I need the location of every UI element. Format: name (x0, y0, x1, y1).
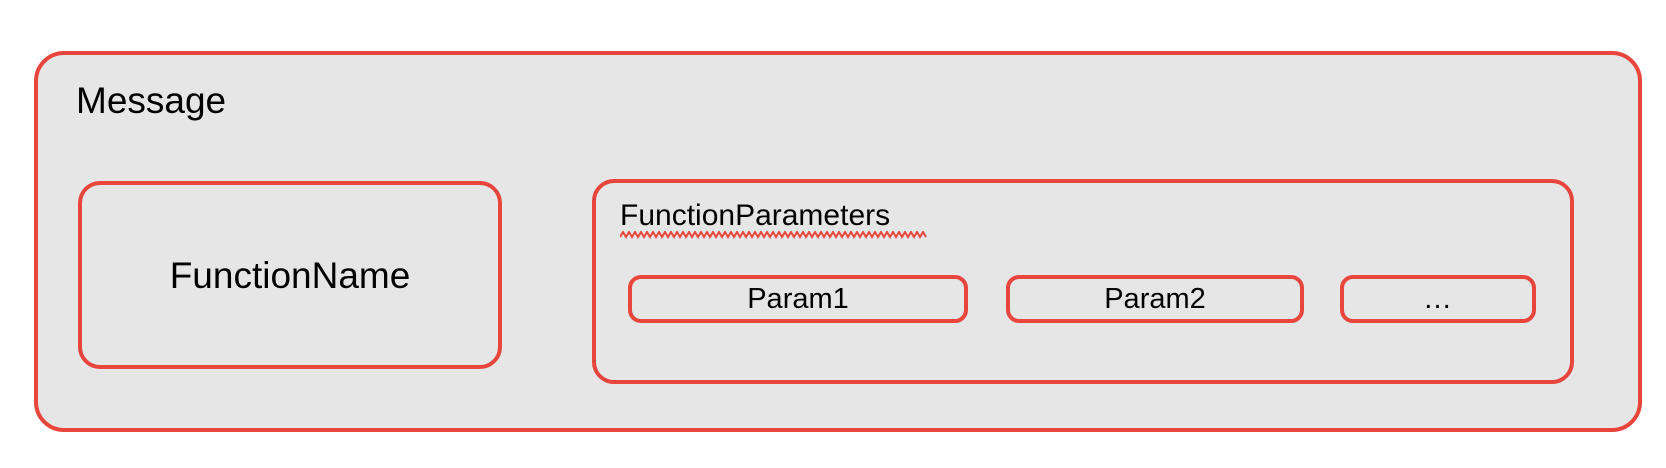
param-chip-label: Param1 (747, 282, 849, 315)
param-chip-ellipsis[interactable]: … (1340, 275, 1536, 323)
param-chip[interactable]: Param2 (1006, 275, 1304, 323)
message-label: Message (76, 80, 227, 121)
function-name-node[interactable]: FunctionName (78, 181, 502, 369)
spellcheck-squiggle-icon (620, 231, 928, 239)
function-parameters-label: FunctionParameters (620, 199, 891, 232)
param-chip-label: Param2 (1104, 282, 1206, 315)
param-chip[interactable]: Param1 (628, 275, 968, 323)
param-chip-label: … (1423, 282, 1453, 315)
function-name-label: FunctionName (169, 254, 411, 296)
